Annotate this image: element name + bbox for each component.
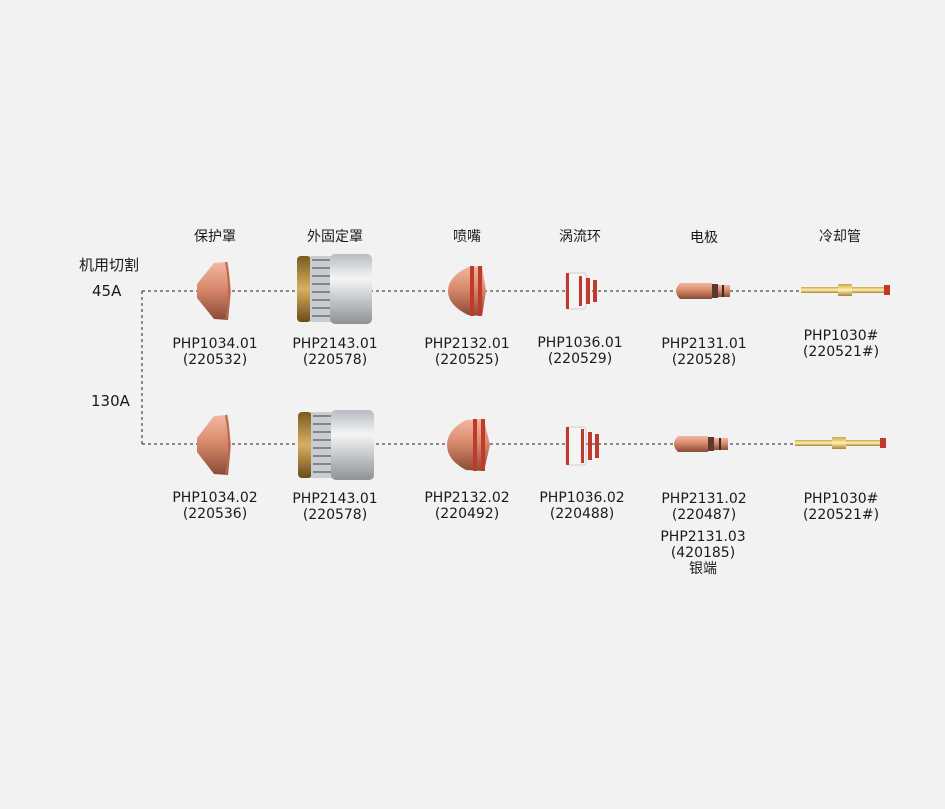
part-code: PHP1036.02 xyxy=(539,490,625,506)
part-label: PHP2132.01 (220525) xyxy=(424,336,509,368)
part-ref: (220525) xyxy=(434,352,500,368)
electrode-130a xyxy=(674,436,728,452)
col-header-nozzle: 喷嘴 xyxy=(453,229,481,245)
part-ref: (220487) xyxy=(671,507,737,523)
part-label: PHP1034.02 (220536) xyxy=(172,490,257,522)
part-ref: (220521#) xyxy=(802,344,880,360)
part-label: PHP2143.01 (220578) xyxy=(292,491,377,523)
retaining-cap-130a xyxy=(298,410,374,480)
part-code: PHP2131.02 xyxy=(661,491,747,507)
part-code: PHP1030# xyxy=(803,328,879,344)
cooling-tube-130a xyxy=(795,437,886,449)
part-code: PHP2143.01 xyxy=(292,336,378,352)
part-ref: (220529) xyxy=(547,351,613,367)
col-header-electrode: 电极 xyxy=(690,230,718,246)
part-ref: (220521#) xyxy=(802,507,880,523)
electrode-45a xyxy=(676,283,730,299)
part-label: PHP1036.02 (220488) xyxy=(539,490,624,522)
col-header-cooling-tube: 冷却管 xyxy=(819,229,861,245)
nozzle-45a xyxy=(448,266,486,316)
part-ref: (220578) xyxy=(302,352,368,368)
col-header-retaining-cap: 外固定罩 xyxy=(307,229,363,245)
part-code: PHP2143.01 xyxy=(292,491,378,507)
col-header-swirl-ring: 涡流环 xyxy=(559,229,601,245)
nozzle-130a xyxy=(447,419,490,471)
part-ref: (220532) xyxy=(182,352,248,368)
part-code: PHP1034.02 xyxy=(172,490,258,506)
col-header-shield: 保护罩 xyxy=(194,229,236,245)
part-ref: (420185) xyxy=(670,545,736,561)
part-label: PHP2131.02 (220487) xyxy=(661,491,746,523)
part-label: PHP2131.01 (220528) xyxy=(661,336,746,368)
title-machine-cutting: 机用切割 xyxy=(79,256,140,274)
part-ref: (220492) xyxy=(434,506,500,522)
part-code: PHP2132.02 xyxy=(424,490,510,506)
part-note: 银端 xyxy=(689,561,717,577)
shield-cap-130a xyxy=(197,414,231,476)
cooling-tube-45a xyxy=(801,284,890,296)
part-code: PHP1030# xyxy=(803,491,879,507)
part-ref: (220488) xyxy=(549,506,615,522)
connector-lines xyxy=(141,290,884,445)
part-code: PHP2131.03 xyxy=(660,529,746,545)
swirl-ring-130a xyxy=(565,426,599,466)
row-label-130a: 130A xyxy=(91,392,130,410)
part-code: PHP1034.01 xyxy=(172,336,258,352)
part-label: PHP1030# (220521#) xyxy=(803,328,879,360)
part-ref: (220578) xyxy=(302,507,368,523)
part-label: PHP1036.01 (220529) xyxy=(537,335,622,367)
part-label: PHP1030# (220521#) xyxy=(803,491,879,523)
part-code: PHP2132.01 xyxy=(424,336,510,352)
part-code: PHP1036.01 xyxy=(537,335,623,351)
row-label-45a: 45A xyxy=(92,282,122,300)
part-label: PHP2132.02 (220492) xyxy=(424,490,509,522)
part-label-silver-tip: PHP2131.03 (420185) 银端 xyxy=(660,529,745,577)
shield-cap-45a xyxy=(197,261,231,321)
retaining-cap-45a xyxy=(297,254,372,324)
part-label: PHP2143.01 (220578) xyxy=(292,336,377,368)
part-ref: (220536) xyxy=(182,506,248,522)
swirl-ring-45a xyxy=(565,272,597,310)
part-ref: (220528) xyxy=(671,352,737,368)
part-code: PHP2131.01 xyxy=(661,336,747,352)
part-label: PHP1034.01 (220532) xyxy=(172,336,257,368)
